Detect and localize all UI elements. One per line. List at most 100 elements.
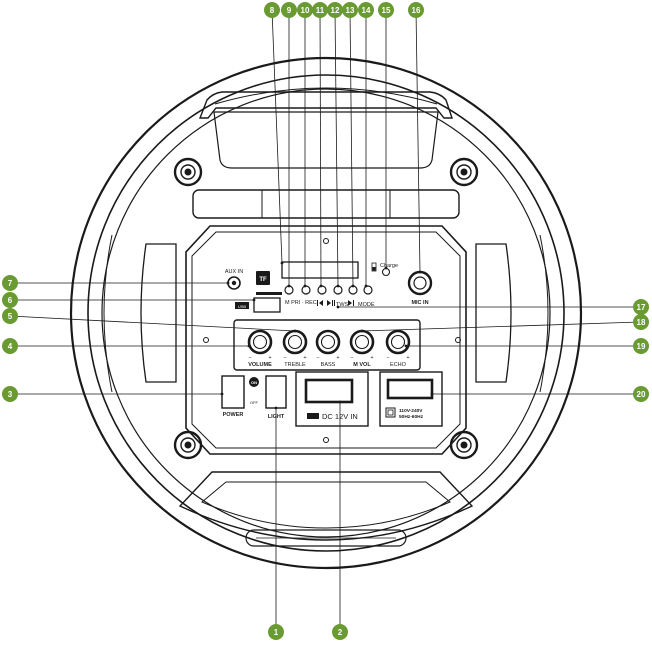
on-label: ON xyxy=(251,380,257,385)
ac-voltage-label: 110V-240V xyxy=(399,408,423,414)
mic-in-jack[interactable]: MIC IN xyxy=(407,270,433,306)
speaker-body xyxy=(69,56,583,570)
power-switch[interactable]: ON OFF POWER xyxy=(221,375,259,418)
panel-screw-left xyxy=(203,337,209,343)
knob-minus-mark: − xyxy=(386,355,389,361)
leader-dot-14 xyxy=(364,284,368,288)
m-pri-rec-label: M PRI · REC xyxy=(285,300,317,306)
callout-13: 13 xyxy=(342,2,358,18)
leader-dot-16 xyxy=(418,270,422,274)
leader-dot-4 xyxy=(247,344,251,348)
callout-number: 6 xyxy=(8,296,13,305)
knob-bay xyxy=(233,319,421,371)
knob-minus-mark: − xyxy=(316,355,319,361)
knob-volume[interactable]: −+VOLUME xyxy=(247,329,273,368)
callout-circle xyxy=(633,386,649,402)
callout-number: 20 xyxy=(637,390,646,399)
knob-plus-mark: + xyxy=(406,355,409,361)
knob-treble[interactable]: − +TREBLE xyxy=(282,329,308,368)
callout-circle xyxy=(2,338,18,354)
leader-line-12 xyxy=(334,9,339,287)
knob-plus-mark: + xyxy=(336,355,339,361)
usb-label: USB xyxy=(238,304,247,309)
leader-dot-5 xyxy=(293,329,297,333)
callout-circle xyxy=(327,2,343,18)
ac-class-icon xyxy=(385,407,396,418)
callout-20: 20 xyxy=(633,386,649,402)
leader-dot-1 xyxy=(274,406,278,410)
bottom-cutout xyxy=(178,471,474,541)
callout-circle xyxy=(358,2,374,18)
callout-number: 18 xyxy=(637,318,646,327)
callout-circle xyxy=(408,2,424,18)
leader-dot-7 xyxy=(226,281,230,285)
aux-in-label: AUX IN xyxy=(225,269,243,275)
callout-15: 15 xyxy=(378,2,394,18)
knob-label: VOLUME xyxy=(248,362,272,368)
right-side-cutout xyxy=(475,243,512,383)
callout-circle xyxy=(2,386,18,402)
leader-dot-13 xyxy=(351,284,355,288)
mic-in-label: MIC IN xyxy=(411,300,428,306)
next-icon xyxy=(348,300,354,306)
knob-label: TREBLE xyxy=(284,362,306,368)
callout-circle xyxy=(332,624,348,640)
callout-6: 6 xyxy=(2,292,18,308)
tf-card-slot[interactable]: TF xyxy=(256,271,282,295)
left-side-cutout xyxy=(140,243,177,383)
corner-screws xyxy=(173,157,479,460)
callout-14: 14 xyxy=(358,2,374,18)
prev-icon xyxy=(317,300,323,306)
knob-plus-mark: + xyxy=(370,355,373,361)
knob-echo[interactable]: − +ECHO xyxy=(385,329,411,368)
dc-in-socket[interactable]: DC 12V IN xyxy=(295,371,369,427)
panel-screw-top xyxy=(323,238,329,244)
tf-label: TF xyxy=(259,277,267,283)
knob-plus-mark: + xyxy=(268,355,271,361)
leader-line-13 xyxy=(349,9,354,287)
button-rec[interactable] xyxy=(301,285,311,295)
aux-in-jack[interactable]: AUX IN xyxy=(225,269,243,290)
button-mode[interactable] xyxy=(363,285,373,295)
usb-port[interactable]: USB xyxy=(235,297,281,313)
power-label: POWER xyxy=(223,412,244,418)
callout-3: 3 xyxy=(2,386,18,402)
callout-circle xyxy=(378,2,394,18)
knob-plus-mark: + xyxy=(303,355,306,361)
ac-in-socket[interactable]: 110V-240V 50Hz-60Hz xyxy=(379,371,443,427)
callout-number: 15 xyxy=(382,6,391,15)
leader-line-18 xyxy=(361,321,642,332)
knob-label: ECHO xyxy=(390,362,407,368)
knob-row: −+VOLUME−+TREBLE−+BASS−+M VOL−+ECHO xyxy=(247,329,411,368)
callout-16: 16 xyxy=(408,2,424,18)
callout-2: 2 xyxy=(332,624,348,640)
knob-minus-mark: − xyxy=(283,355,286,361)
callout-8: 8 xyxy=(264,2,280,18)
knob-m-vol[interactable]: −+M VOL xyxy=(349,329,375,368)
play-pause-icon xyxy=(327,300,335,306)
usb-socket[interactable] xyxy=(253,297,281,313)
leader-dot-3 xyxy=(220,392,224,396)
button-prev[interactable] xyxy=(317,285,327,295)
callout-number: 17 xyxy=(637,303,646,312)
knob-bass[interactable]: −+BASS xyxy=(315,329,341,368)
leader-dot-9 xyxy=(287,284,291,288)
leader-line-16 xyxy=(415,9,421,273)
callout-17: 17 xyxy=(633,299,649,315)
off-label: OFF xyxy=(250,400,259,405)
callout-number: 3 xyxy=(8,390,13,399)
charge-indicator: Charge xyxy=(371,262,398,277)
ring-segment-left xyxy=(103,234,113,393)
screw-top-right xyxy=(449,157,479,187)
callout-number: 11 xyxy=(316,6,325,15)
outer-rim xyxy=(69,56,583,570)
callout-circle xyxy=(2,308,18,324)
callout-number: 12 xyxy=(331,6,340,15)
panel-screw-right xyxy=(455,337,461,343)
callout-number: 16 xyxy=(412,6,421,15)
leader-dot-6 xyxy=(252,298,256,302)
callout-circle xyxy=(312,2,328,18)
callout-number: 7 xyxy=(8,279,13,288)
